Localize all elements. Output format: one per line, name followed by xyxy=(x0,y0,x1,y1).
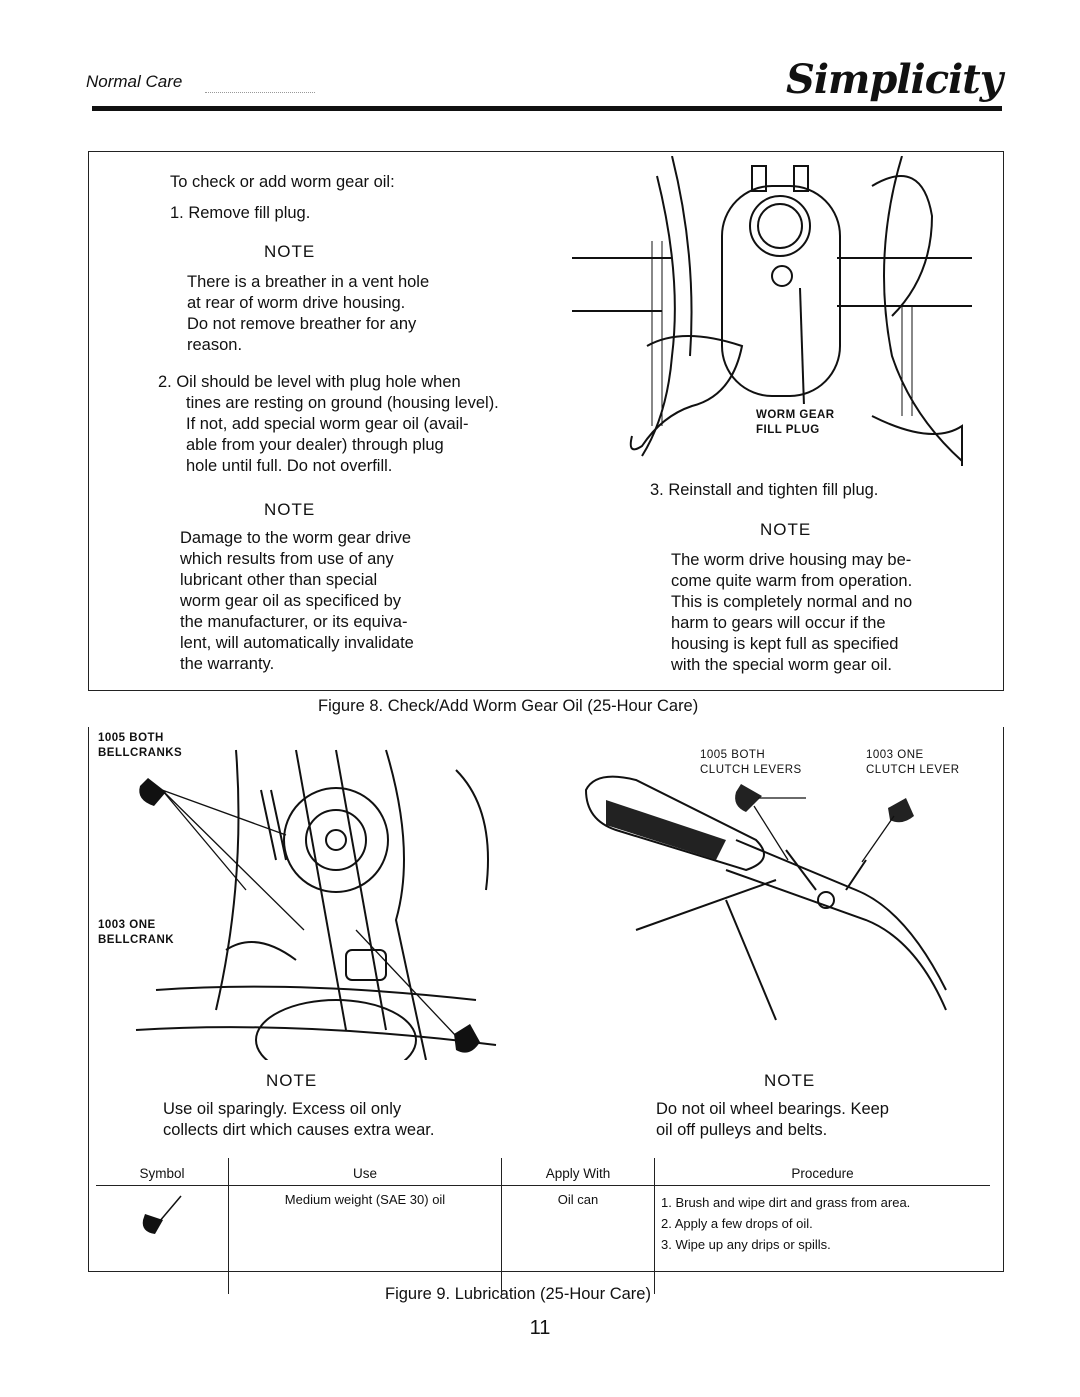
oil-drop-icon xyxy=(142,1195,182,1234)
figure8-box xyxy=(88,151,1004,691)
note3-text: The worm drive housing may be- come quit… xyxy=(671,551,913,674)
header-symbol: Symbol xyxy=(96,1158,229,1186)
page-number: 11 xyxy=(529,1317,551,1339)
note2-text: Damage to the worm gear drive which resu… xyxy=(180,529,414,673)
note2-heading: NOTE xyxy=(264,500,316,519)
bellcrank-one-callout: 1003 ONE BELLCRANK xyxy=(98,919,175,946)
worm-gear-illustration xyxy=(572,156,992,476)
header-apply-with: Apply With xyxy=(501,1158,655,1186)
figure8-intro: To check or add worm gear oil: xyxy=(170,173,395,191)
table-header-row: Symbol Use Apply With Procedure xyxy=(96,1158,990,1186)
header-procedure: Procedure xyxy=(654,1158,990,1186)
oil-can-symbol-cell xyxy=(96,1185,229,1294)
lubrication-table: Symbol Use Apply With Procedure Medium w… xyxy=(96,1158,990,1294)
header-use: Use xyxy=(228,1158,502,1186)
apply-with-cell: Oil can xyxy=(501,1185,655,1294)
procedure-step: 1. Brush and wipe dirt and grass from ar… xyxy=(661,1195,911,1210)
note1-text: There is a breather in a vent hole at re… xyxy=(187,273,430,354)
figure9-caption: Figure 9. Lubrication (25-Hour Care) xyxy=(385,1285,651,1303)
note-left-text: Use oil sparingly. Excess oil only colle… xyxy=(163,1100,435,1139)
section-title: Normal Care xyxy=(86,72,183,91)
use-cell: Medium weight (SAE 30) oil xyxy=(228,1185,502,1294)
procedure-step: 3. Wipe up any drips or spills. xyxy=(661,1237,831,1252)
worm-gear-callout: WORM GEAR FILL PLUG xyxy=(756,409,835,436)
clutch-lever-one-callout: 1003 ONE CLUTCH LEVER xyxy=(866,749,960,776)
figure8-caption: Figure 8. Check/Add Worm Gear Oil (25-Ho… xyxy=(318,697,699,715)
note3-heading: NOTE xyxy=(760,520,812,539)
note-left-heading: NOTE xyxy=(266,1071,318,1090)
figure8-step1: 1. Remove fill plug. xyxy=(170,204,311,222)
table-row: Medium weight (SAE 30) oil Oil can 1. Br… xyxy=(96,1185,991,1295)
bellcranks-callout: 1005 BOTH BELLCRANKS xyxy=(98,732,183,759)
clutch-lever-illustration xyxy=(576,730,992,1060)
header-rule xyxy=(92,106,1002,111)
note1-heading: NOTE xyxy=(264,242,316,261)
procedure-step: 2. Apply a few drops of oil. xyxy=(661,1216,813,1231)
brand-logo: Simplicity xyxy=(785,56,1003,103)
procedure-cell: 1. Brush and wipe dirt and grass from ar… xyxy=(655,1186,991,1295)
note-right-heading: NOTE xyxy=(764,1071,816,1090)
clutch-levers-callout: 1005 BOTH CLUTCH LEVERS xyxy=(700,749,802,776)
bellcrank-illustration xyxy=(96,730,516,1060)
figure8-step3: 3. Reinstall and tighten fill plug. xyxy=(650,481,879,499)
header-dotted-rule xyxy=(205,92,315,93)
note-right-text: Do not oil wheel bearings. Keep oil off … xyxy=(656,1100,889,1139)
figure8-step2: 2. Oil should be level with plug hole wh… xyxy=(158,373,499,475)
